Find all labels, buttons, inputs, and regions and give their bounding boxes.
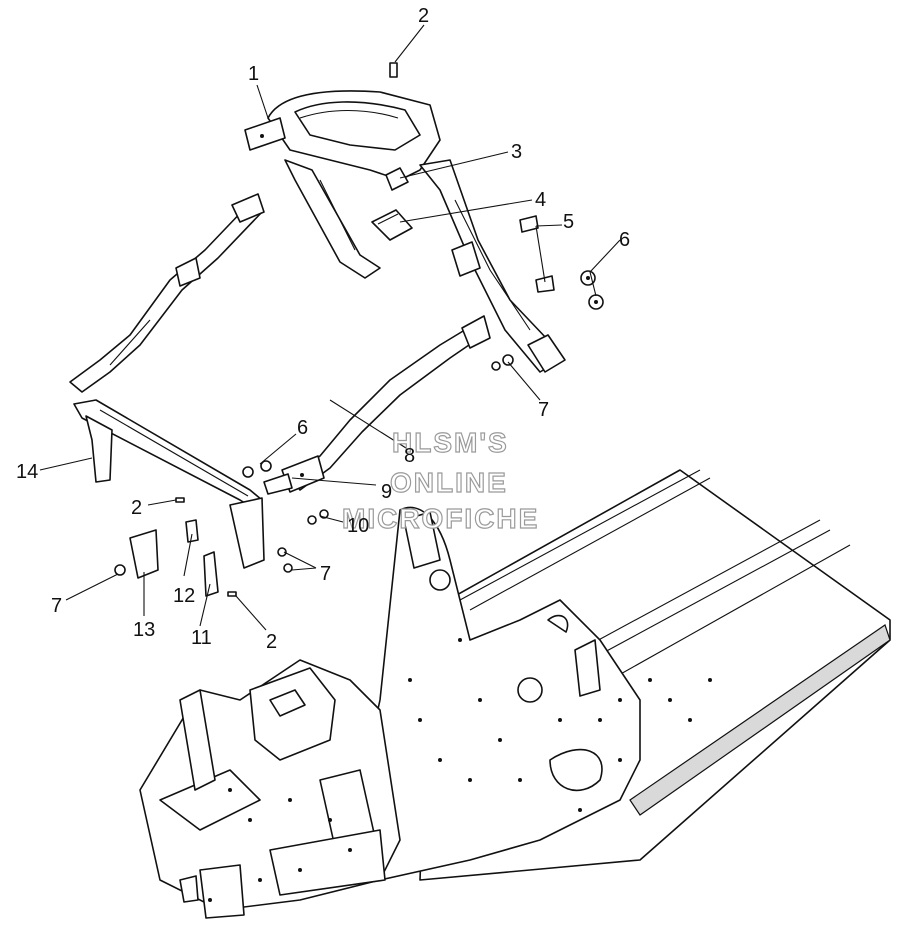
chassis — [139, 469, 891, 919]
watermark-line-1: HLSM'S — [392, 427, 509, 458]
callout-9: 9 — [381, 481, 392, 503]
watermark-line-3: MICROFICHE — [342, 503, 539, 534]
callout-8: 8 — [404, 445, 415, 467]
callout-3: 3 — [511, 141, 522, 163]
callout-12: 12 — [173, 585, 195, 607]
callout-1: 1 — [248, 63, 259, 85]
callout-4: 4 — [535, 189, 546, 211]
callout-5: 5 — [563, 211, 574, 233]
watermark: HLSM'S ONLINE MICROFICHE — [341, 426, 539, 534]
callout-7-mid: 7 — [320, 563, 331, 585]
callout-14: 14 — [16, 461, 38, 483]
callout-2-top: 2 — [418, 5, 429, 27]
callout-labels: 1 2 3 4 5 6 7 6 8 9 14 2 10 7 7 12 13 11… — [16, 5, 630, 653]
leader-lines — [39, 24, 621, 631]
callout-7-top: 7 — [538, 399, 549, 421]
callout-6-top: 6 — [619, 229, 630, 251]
callout-2-left: 2 — [131, 497, 142, 519]
watermark-line-2: ONLINE — [390, 467, 508, 498]
lower-hardware — [114, 460, 329, 597]
cross-bar — [73, 399, 265, 569]
left-strut — [69, 193, 265, 393]
callout-6-mid: 6 — [297, 417, 308, 439]
callout-11: 11 — [191, 627, 212, 649]
callout-7-left: 7 — [51, 595, 62, 617]
callout-10: 10 — [347, 515, 369, 537]
callout-13: 13 — [133, 619, 155, 641]
callout-2-bottom: 2 — [266, 631, 277, 653]
right-strut — [281, 315, 491, 493]
